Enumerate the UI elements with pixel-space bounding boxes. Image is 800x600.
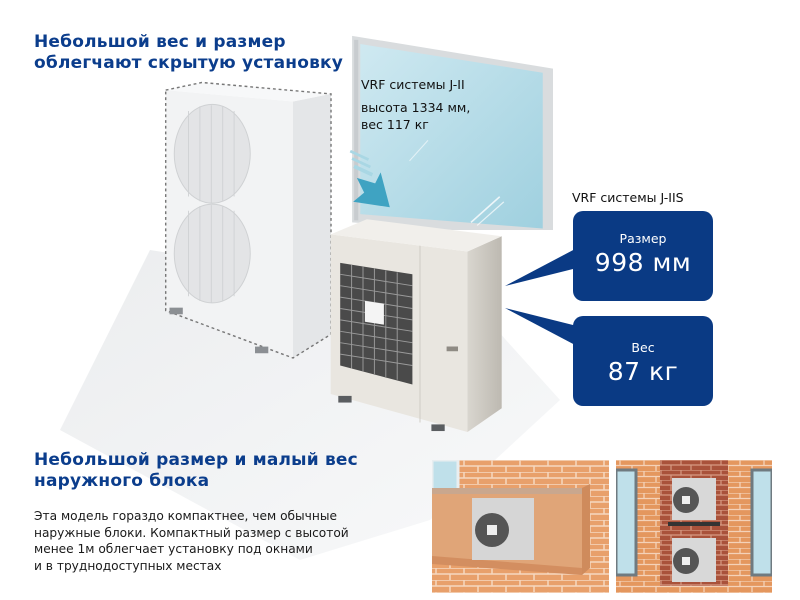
heading-bottom-line2: наружного блока bbox=[34, 471, 210, 491]
arrow-down-icon bbox=[349, 150, 390, 208]
heading-light-weight-hidden-install: Небольшой вес и размер облегчают скрытую… bbox=[34, 32, 343, 74]
heading-top-line1: Небольшой вес и размер bbox=[34, 32, 286, 52]
callout-size: Размер 998 мм bbox=[573, 211, 713, 301]
callout-pointers bbox=[505, 248, 577, 346]
weight-value: 87 кг bbox=[607, 357, 679, 386]
description-line: Эта модель гораздо компактнее, чем обычн… bbox=[34, 509, 337, 523]
description-paragraph: Эта модель гораздо компактнее, чем обычн… bbox=[34, 508, 374, 574]
install-stacked-recess-image bbox=[616, 460, 772, 593]
window-illustration bbox=[352, 35, 553, 230]
install-under-window-image bbox=[432, 460, 609, 593]
heading-top-line2: облегчают скрытую установку bbox=[34, 53, 344, 73]
callout-weight: Вес 87 кг bbox=[573, 316, 713, 406]
weight-caption: Вес bbox=[631, 340, 655, 355]
heading-compact-outdoor-unit: Небольшой размер и малый вес наружного б… bbox=[34, 450, 358, 492]
old-unit-height: высота 1334 мм, bbox=[361, 100, 471, 115]
description-line: и в труднодоступных местах bbox=[34, 558, 222, 573]
old-unit-weight: вес 117 кг bbox=[361, 117, 429, 132]
new-unit-name: VRF системы J-IIS bbox=[572, 190, 684, 205]
new-outdoor-unit-j2s bbox=[330, 219, 502, 432]
old-unit-spec-label: VRF системы J-II высота 1334 мм, вес 117… bbox=[361, 76, 470, 133]
old-outdoor-unit-j2 bbox=[164, 81, 332, 359]
size-value: 998 мм bbox=[594, 248, 692, 277]
description-line: наружные блоки. Компактный размер с высо… bbox=[34, 525, 349, 540]
size-caption: Размер bbox=[619, 231, 667, 246]
description-line: менее 1м облегчает установку под окнами bbox=[34, 542, 313, 556]
old-unit-name: VRF системы J-II bbox=[361, 77, 465, 92]
heading-bottom-line1: Небольшой размер и малый вес bbox=[34, 450, 358, 470]
